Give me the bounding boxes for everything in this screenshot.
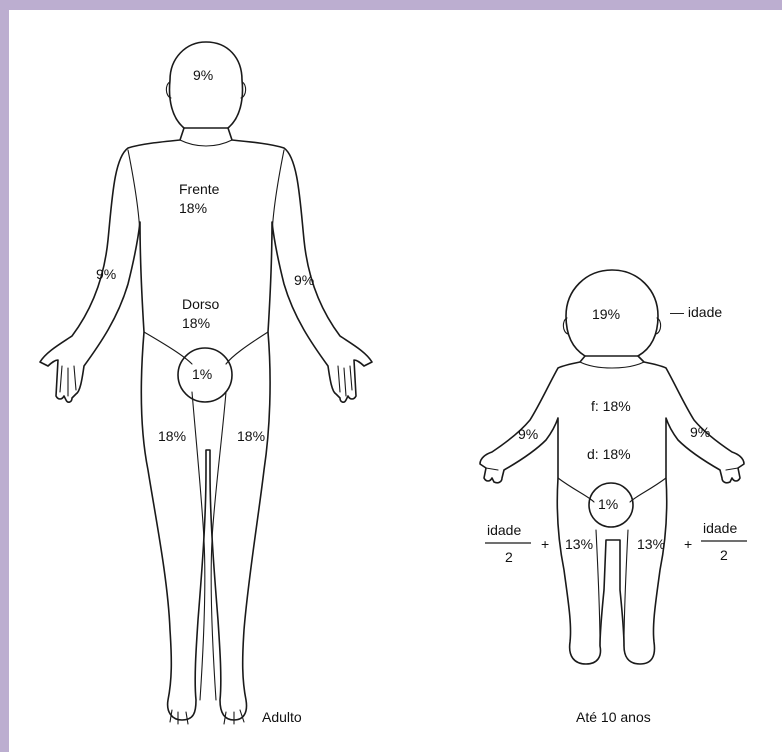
- adult-arm-left-label: 9%: [96, 266, 116, 282]
- adult-genital-label: 1%: [192, 366, 212, 382]
- child-leg-left-label: 13%: [565, 536, 593, 552]
- child-plus-right: +: [684, 536, 692, 552]
- child-leg-right-label: 13%: [637, 536, 665, 552]
- adult-neck-line: [180, 140, 232, 146]
- adult-toes-right: [224, 710, 244, 724]
- adult-back-value: 18%: [182, 315, 210, 331]
- child-fraction-left-numerator: idade: [487, 522, 521, 538]
- child-plus-left: +: [541, 536, 549, 552]
- child-front-label: f: 18%: [591, 398, 631, 414]
- adult-front-label: Frente: [179, 181, 220, 197]
- adult-head-outline: [170, 42, 243, 128]
- adult-fingers-right: [338, 366, 352, 396]
- adult-torso-right: [272, 150, 284, 240]
- adult-caption: Adulto: [262, 709, 302, 725]
- adult-fingers-left: [60, 366, 76, 396]
- adult-back-label: Dorso: [182, 296, 220, 312]
- adult-front-value: 18%: [179, 200, 207, 216]
- child-inner-leg-right: [624, 530, 628, 646]
- adult-torso-left: [128, 150, 140, 240]
- child-thumbs: [486, 468, 738, 470]
- child-arm-right-label: 9%: [690, 424, 710, 440]
- child-back-label: d: 18%: [587, 446, 631, 462]
- child-genital-label: 1%: [598, 496, 618, 512]
- child-arm-left-label: 9%: [518, 426, 538, 442]
- child-fraction-right-denominator: 2: [720, 547, 728, 563]
- adult-leg-right-label: 18%: [237, 428, 265, 444]
- adult-body-outline: [40, 128, 372, 720]
- child-fraction-right-numerator: idade: [703, 520, 737, 536]
- child-head-note: — idade: [670, 304, 722, 320]
- child-fraction-left-denominator: 2: [505, 549, 513, 565]
- adult-figure: [40, 42, 372, 724]
- child-inner-leg-left: [596, 530, 600, 646]
- child-head-label: 19%: [592, 306, 620, 322]
- adult-head-label: 9%: [193, 67, 213, 83]
- child-neck-line: [580, 362, 644, 368]
- child-figure: [480, 270, 744, 664]
- adult-arm-right-label: 9%: [294, 272, 314, 288]
- adult-leg-left-label: 18%: [158, 428, 186, 444]
- child-caption: Até 10 anos: [576, 709, 651, 725]
